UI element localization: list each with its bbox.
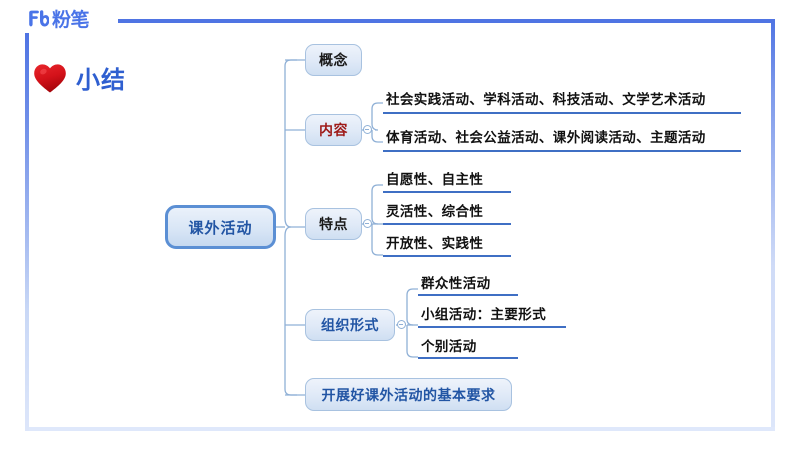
summary-heading: 小结 — [33, 60, 126, 95]
brand-logo-text: 粉笔 — [52, 9, 90, 31]
heart-icon — [33, 62, 67, 94]
fb-logo-icon — [27, 10, 50, 30]
frame-left-border — [25, 33, 29, 431]
frame-top-border — [118, 19, 775, 23]
frame-bottom-border — [25, 427, 775, 431]
summary-label: 小结 — [76, 67, 126, 94]
brand-logo: 粉笔 — [27, 9, 90, 31]
frame-right-border — [771, 19, 775, 431]
